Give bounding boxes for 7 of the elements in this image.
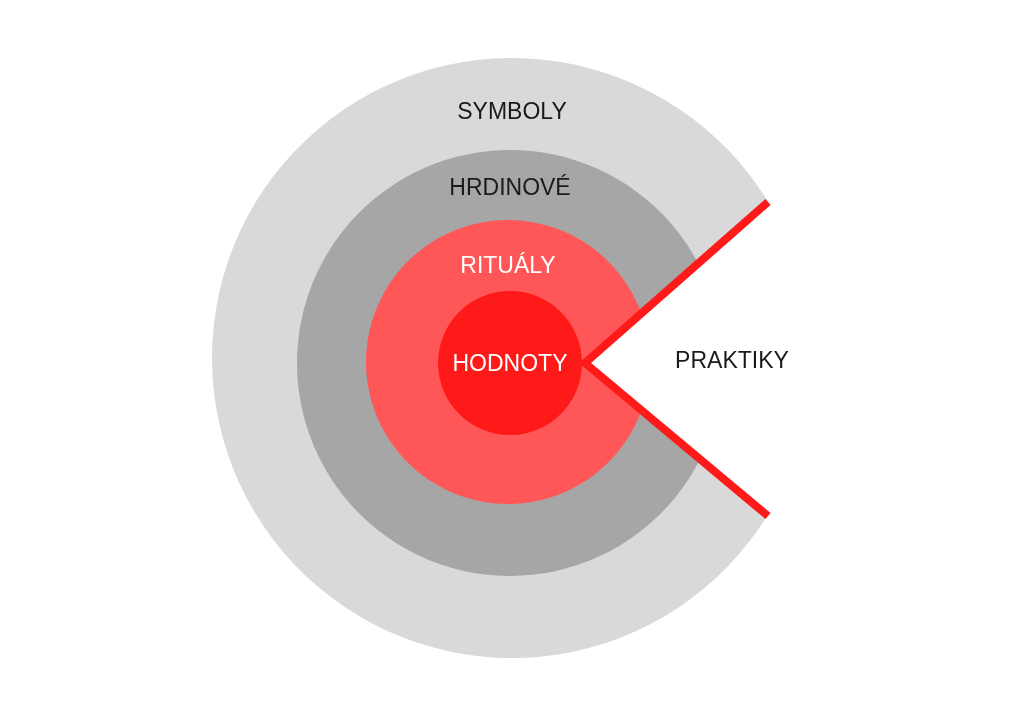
inner-ring — [366, 220, 642, 504]
layer-label: RITUÁLY — [460, 251, 556, 279]
layer-label: HRDINOVÉ — [449, 173, 571, 201]
layer-label: SYMBOLY — [457, 97, 567, 125]
core-circle — [438, 291, 582, 435]
bracket-label: PRAKTIKY — [675, 346, 789, 374]
layer-label: HODNOTY — [452, 349, 568, 377]
